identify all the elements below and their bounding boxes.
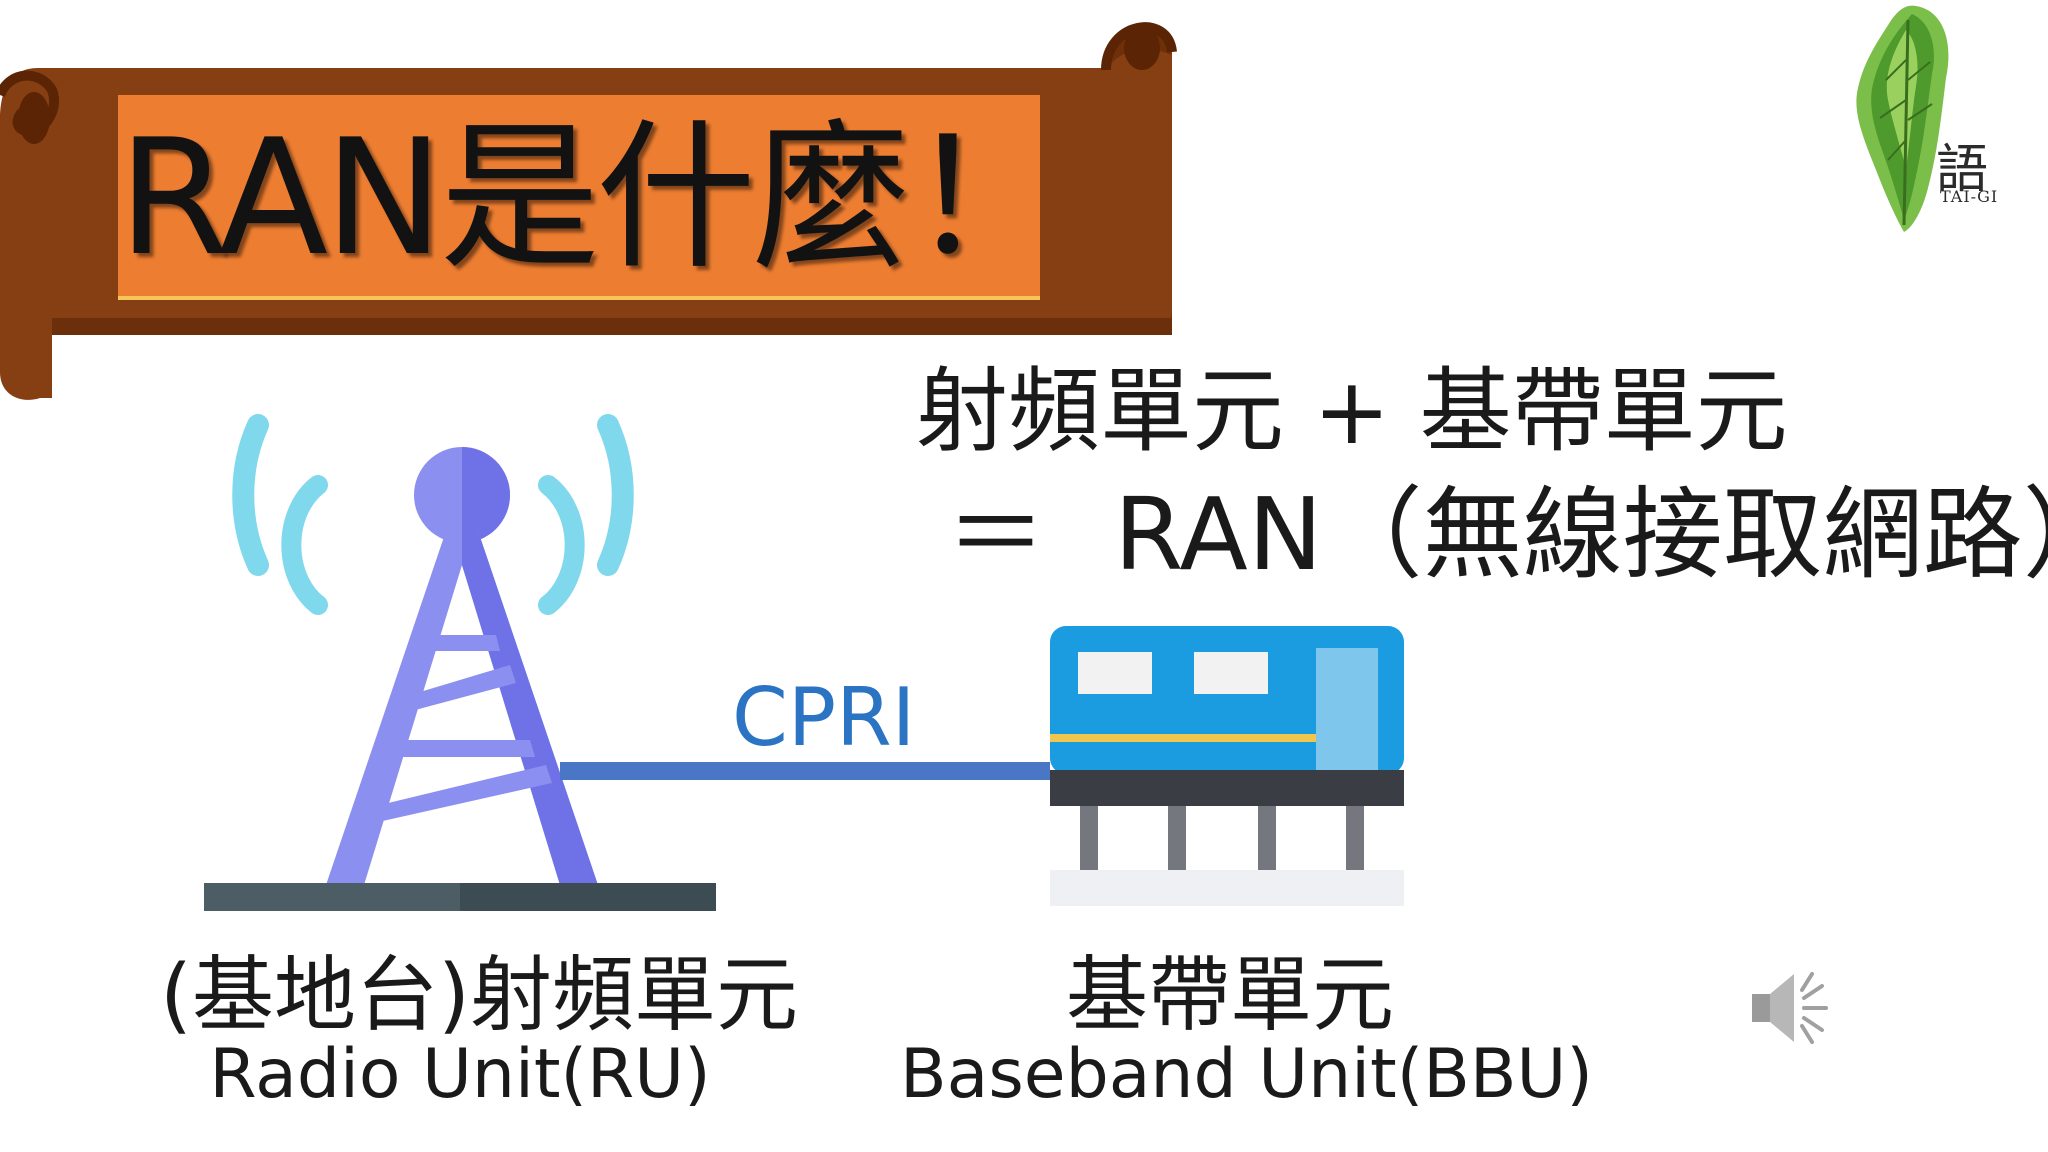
title-box xyxy=(118,95,1040,300)
cpri-link-line xyxy=(560,762,1050,780)
cpri-label: CPRI xyxy=(732,671,916,764)
title-scroll-banner xyxy=(0,22,1177,400)
ru-label-english: Radio Unit(RU) xyxy=(209,1035,711,1114)
ru-label-chinese: (基地台)射頻單元 xyxy=(160,948,798,1043)
logo-subtitle: TAI-GI xyxy=(1940,187,1999,206)
logo-character: 語 xyxy=(1936,140,1989,200)
baseband-unit-icon xyxy=(1050,626,1404,906)
bbu-label-english: Baseband Unit(BBU) xyxy=(900,1035,1593,1114)
slide-title: RAN是什麼！ xyxy=(118,104,1068,291)
bbu-label-chinese: 基帶單元 xyxy=(1065,948,1394,1043)
formula-line-2: ＝ RAN（無線接取網路） xyxy=(946,470,2048,600)
radio-tower-icon xyxy=(204,414,716,911)
speaker-icon[interactable] xyxy=(1750,968,1834,1048)
formula-line-1: 射頻單元 + 基帶單元 xyxy=(916,358,1788,465)
taiwan-leaf-logo-icon xyxy=(1856,5,1949,232)
formula-result: RAN（無線接取網路） xyxy=(1114,476,2048,593)
formula-equals-sign: ＝ xyxy=(946,476,1046,593)
